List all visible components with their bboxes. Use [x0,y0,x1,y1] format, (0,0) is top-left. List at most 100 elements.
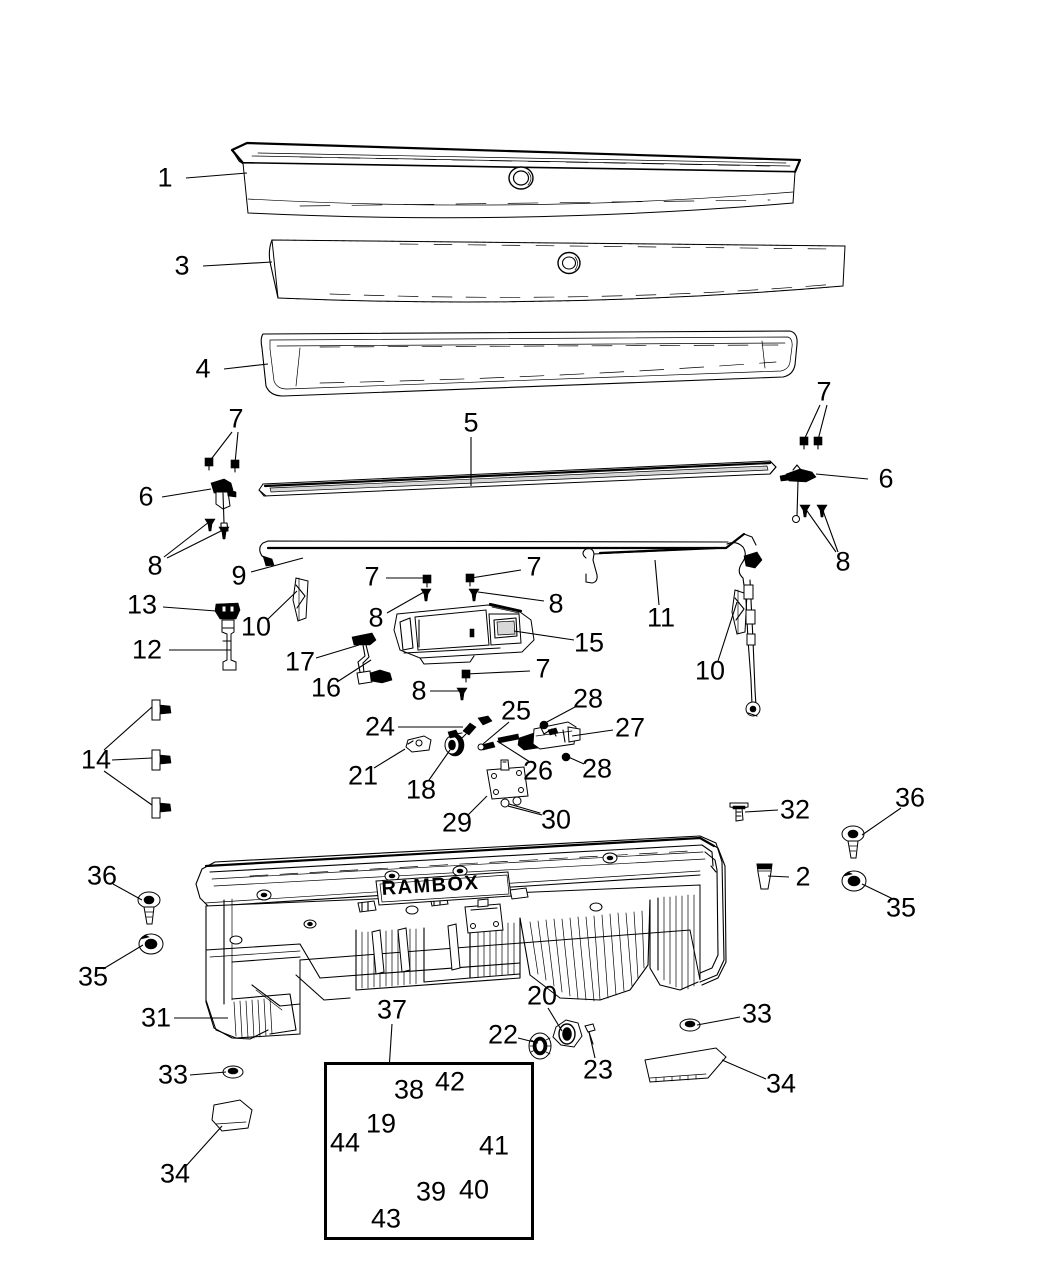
leader-line-34 [185,1125,223,1167]
part-14-strikers [151,699,172,819]
leader-line-35 [102,944,144,970]
callout-number-35: 35 [77,961,109,992]
callout-number-9: 9 [231,560,247,591]
callout-number-1: 1 [157,162,173,193]
callout-number-38: 38 [393,1074,425,1105]
leader-line-c8a2 [166,529,224,559]
callout-number-33: 33 [157,1059,189,1090]
callout-number-8: 8 [368,602,384,633]
leader-line-30 [507,805,543,816]
bin-bosses [229,852,618,945]
callout-number-32: 32 [779,794,811,825]
leader-line-9 [250,557,304,573]
callout-number-34: 34 [159,1158,191,1189]
leader-line-4 [223,363,269,370]
callout-number-7: 7 [816,376,832,407]
leader-line-8 [804,507,837,553]
part-4-seal [260,330,798,397]
leader-line-32 [744,809,779,813]
leader-line-c7a2 [234,431,239,464]
callout-number-34: 34 [765,1068,797,1099]
leader-line-10 [267,590,298,620]
part-21-cam [405,735,432,753]
callout-number-40: 40 [458,1174,490,1205]
callout-number-26: 26 [522,755,554,786]
callout-number-12: 12 [131,634,163,665]
leader-line-13 [162,606,217,612]
callout-number-19: 19 [365,1108,397,1139]
part-20-nut [552,1019,583,1048]
callout-number-15: 15 [573,627,605,658]
callout-number-42: 42 [434,1066,466,1097]
part-30-rivets [500,796,541,814]
callout-number-44: 44 [329,1127,361,1158]
leader-line-7 [208,431,233,463]
leader-line-8 [163,521,210,558]
part-16-17-cable [351,632,393,685]
callout-number-3: 3 [174,250,190,281]
leader-line-14 [111,757,153,761]
leader-line-35 [861,883,894,900]
leader-line-3 [202,261,273,267]
leader-line-18 [428,749,451,781]
callout-number-11: 11 [646,602,676,633]
part-35-left-grommet [138,933,164,955]
part-6-left-hinge [210,478,237,532]
callout-number-8: 8 [548,588,564,619]
leader-line-20 [547,1007,563,1032]
callout-number-16: 16 [310,672,342,703]
leader-line-6 [815,473,869,480]
part-9-tube [259,532,757,567]
part-22-gasket [528,1032,552,1060]
leader-line-c7b2 [817,404,828,441]
part-26-pin [497,733,520,744]
part-2-plug [756,863,773,890]
leader-line-28 [544,706,576,724]
leader-line-10 [717,601,738,662]
callout-number-6: 6 [138,481,154,512]
callout-number-7: 7 [526,551,542,582]
callout-number-24: 24 [364,711,396,742]
part-35-right-grommet [841,870,867,892]
callout-number-35: 35 [885,892,917,923]
leader-line-8 [477,591,545,602]
leader-line-29 [467,795,488,816]
leader-line-16 [336,659,372,683]
inset-lock-cylinder-detail-frame [324,1062,534,1240]
leader-line-6 [161,488,212,498]
callout-number-30: 30 [540,804,572,835]
leader-line-26 [496,740,531,763]
part-33-right-grommet [679,1018,701,1032]
callout-number-36: 36 [894,782,926,813]
callout-number-5: 5 [463,407,479,438]
callout-number-8: 8 [147,550,163,581]
leader-line-11 [654,559,660,606]
leader-line-c14b [103,706,153,751]
leader-line-2 [767,875,790,878]
callout-number-33: 33 [741,998,773,1029]
callout-number-31: 31 [140,1002,172,1033]
callout-number-28: 28 [572,683,604,714]
callout-number-8: 8 [835,546,851,577]
leader-line-c8b2 [821,507,839,553]
leader-line-36 [112,883,143,901]
part-34-left-mat [211,1099,253,1132]
part-18-cylinder [444,729,465,757]
callout-number-17: 17 [284,646,316,677]
callout-number-18: 18 [405,774,437,805]
part-27-actuator [517,721,581,751]
part-8-screws [204,504,828,701]
part-34-right-mat [644,1047,727,1083]
part-13-clip [214,602,241,620]
callout-number-2: 2 [795,861,811,892]
leader-line-7 [465,670,531,675]
part-36-right-screw [841,825,865,859]
leader-line-1 [185,172,248,179]
leader-line-27 [571,729,614,737]
leader-line-36 [861,807,902,836]
leader-line-34 [721,1059,767,1080]
leader-line-15 [513,630,575,641]
callout-number-29: 29 [441,807,473,838]
